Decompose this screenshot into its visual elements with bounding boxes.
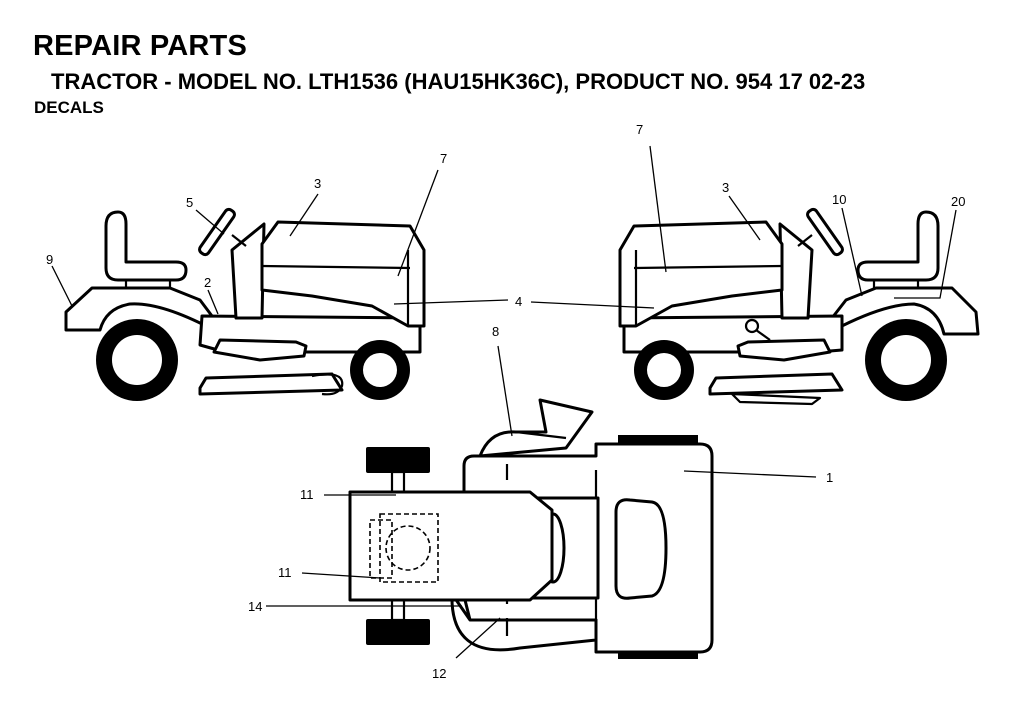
tractor-top-view (266, 345, 817, 659)
tractor-right-view (530, 145, 980, 406)
callout-2: 2 (204, 275, 211, 290)
callout-1: 1 (826, 470, 833, 485)
callout-11-top: 11 (300, 487, 314, 502)
callout-14: 14 (248, 599, 262, 614)
callout-9: 9 (46, 252, 53, 267)
callout-20: 20 (951, 194, 965, 209)
callout-5: 5 (186, 195, 193, 210)
callout-4: 4 (515, 294, 522, 309)
callout-7: 7 (440, 151, 447, 166)
tractor-left-view (51, 169, 509, 401)
callout-12: 12 (432, 666, 446, 681)
callout-11-bottom: 11 (278, 565, 292, 580)
page-subtitle: TRACTOR - MODEL NO. LTH1536 (HAU15HK36C)… (51, 69, 866, 94)
callout-7-right: 7 (636, 122, 643, 137)
callout-8: 8 (492, 324, 499, 339)
callout-3: 3 (314, 176, 321, 191)
callout-10: 10 (832, 192, 846, 207)
section-title: DECALS (34, 98, 104, 117)
callout-3-right: 3 (722, 180, 729, 195)
page-title: REPAIR PARTS (33, 30, 248, 62)
